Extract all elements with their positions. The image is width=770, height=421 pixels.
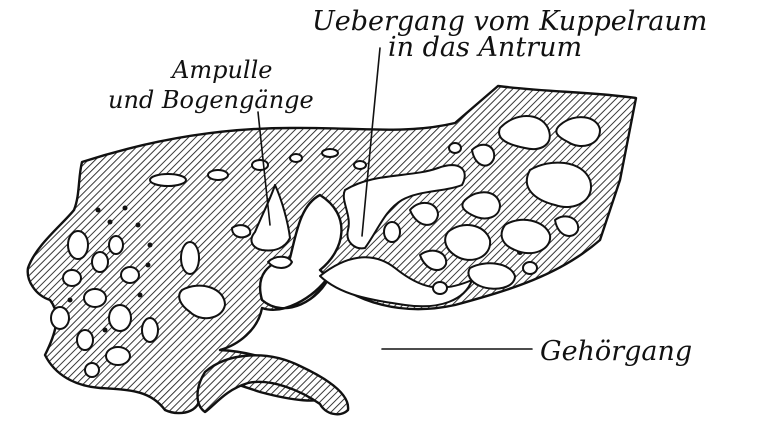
label-ampulla-line2: und Bogengänge	[108, 86, 314, 114]
label-cupola-line2: in das Antrum	[388, 32, 582, 63]
label-ampulla-line1: Ampulle	[170, 56, 272, 84]
label-canal: Gehörgang	[540, 336, 692, 367]
